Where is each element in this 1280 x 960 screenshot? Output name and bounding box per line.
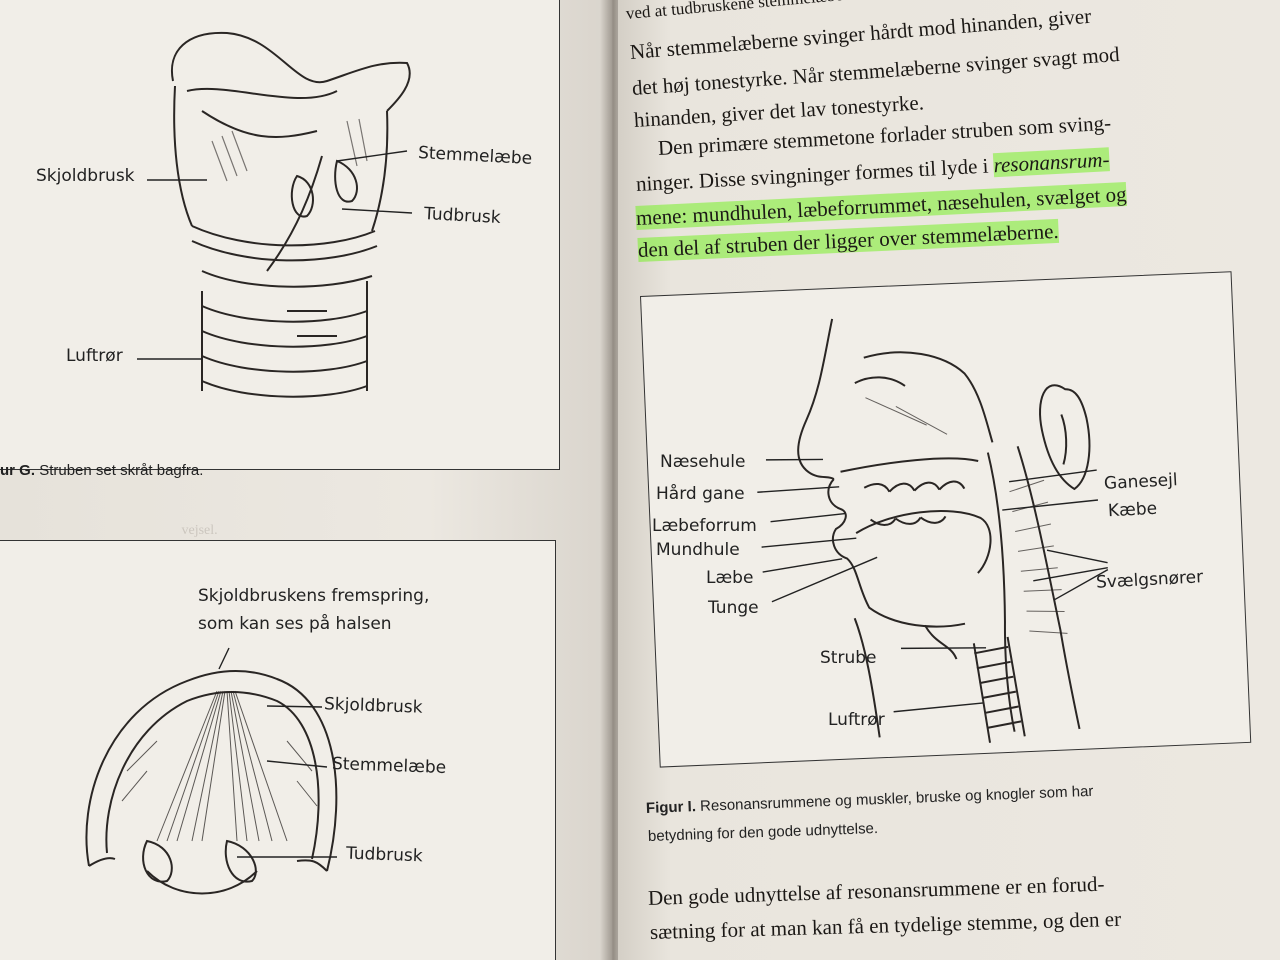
label-skjoldbrusk-g: Skjoldbrusk xyxy=(36,166,135,186)
label-ganesejl: Ganesejl xyxy=(1103,470,1179,494)
label-tunge: Tunge xyxy=(708,598,759,618)
show-through-text-2: vejsel. xyxy=(181,523,218,538)
label-hard-gane: Hård gane xyxy=(656,484,745,504)
left-page: ongen sammen løft, og udelt xyxy=(0,0,612,960)
figure-i-caption-line1: Figur I. Resonansrummene og muskler, bru… xyxy=(646,783,1094,817)
label-strube: Strube xyxy=(820,648,877,668)
label-laebe: Læbe xyxy=(706,568,754,588)
figure-h-box xyxy=(0,540,556,960)
label-kaebe: Kæbe xyxy=(1107,498,1158,522)
text-bottom-line-2: sætning for at man kan få en tydelige st… xyxy=(649,906,1122,944)
label-prominence-line1: Skjoldbruskens fremspring, xyxy=(198,586,430,606)
label-tudbrusk-g: Tudbrusk xyxy=(423,204,502,228)
label-prominence-line2: som kan ses på halsen xyxy=(198,614,392,634)
larynx-back-illustration xyxy=(137,31,413,398)
label-laebeforrum: Læbeforrum xyxy=(652,516,757,536)
label-skjoldbrusk-h: Skjoldbrusk xyxy=(323,694,423,718)
figure-g-caption: ur G. Struben set skråt bagfra. xyxy=(0,462,203,479)
figure-g-caption-prefix: ur G. xyxy=(0,462,36,479)
text-line-1b: stemmelæberne hurtigere, og stemme- xyxy=(753,0,1018,12)
label-stemmelaebe-h: Stemmelæbe xyxy=(331,754,447,778)
label-luftror-g: Luftrør xyxy=(66,346,123,366)
label-tudbrusk-h: Tudbrusk xyxy=(345,843,423,867)
text-bottom-line-1: Den gode udnyttelse af resonansrummene e… xyxy=(647,871,1105,910)
figure-g-box xyxy=(0,0,560,470)
right-page: ved at tudbruskene stemmelæberne hurtige… xyxy=(618,0,1280,960)
label-mundhule: Mundhule xyxy=(656,540,740,560)
figure-g-caption-text: Struben set skråt bagfra. xyxy=(39,462,204,479)
highlight-resonansrum: resonansrum- xyxy=(992,147,1110,178)
figure-i-caption-line2: betydning for den gode udnyttelse. xyxy=(647,819,879,845)
figure-i-box xyxy=(640,271,1252,768)
text-line-7-plain: ninger. Disse svingninger formes til lyd… xyxy=(635,153,995,196)
label-naesehule: Næsehule xyxy=(660,452,746,472)
label-luftror-i: Luftrør xyxy=(828,710,885,730)
head-section-illustration xyxy=(757,318,1109,743)
larynx-top-illustration xyxy=(85,647,338,895)
figure-i-caption-text: Resonansrummene og muskler, bruske og kn… xyxy=(699,782,1094,815)
text-line-1a: ved at tudbruskene xyxy=(625,0,755,23)
figure-i-caption-prefix: Figur I. xyxy=(645,798,697,817)
